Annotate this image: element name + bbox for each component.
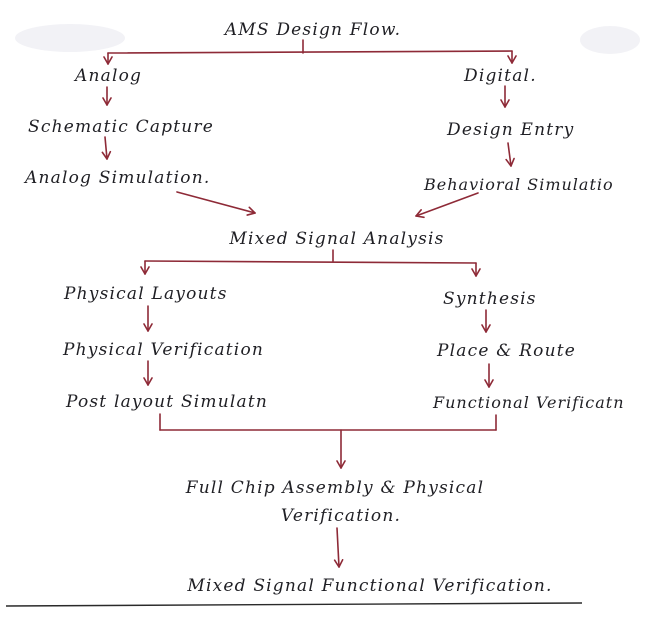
node-mixed-signal-functional-verification: Mixed Signal Functional Verification. xyxy=(187,576,553,596)
edge-title-split xyxy=(107,50,513,54)
node-synthesis: Synthesis xyxy=(443,289,537,309)
node-analog: Analog xyxy=(75,66,143,86)
diagram-title: AMS Design Flow. xyxy=(224,20,402,40)
node-design-entry: Design Entry xyxy=(447,120,575,140)
node-analog-simulation: Analog Simulation. xyxy=(25,168,211,188)
edge-entry-to-behavioral xyxy=(505,142,515,167)
node-mixed-signal-analysis: Mixed Signal Analysis xyxy=(229,229,445,249)
node-functional-verification: Functional Verificatn xyxy=(433,393,625,412)
node-post-layout-simulation: Post layout Simulatn xyxy=(66,392,269,412)
edge-analogsim-to-mixed xyxy=(176,191,256,216)
node-place-route: Place & Route xyxy=(437,341,577,361)
edge-schematic-to-analogsim xyxy=(101,136,112,160)
node-physical-verification: Physical Verification xyxy=(63,340,265,360)
edge-assembly-to-final xyxy=(333,527,344,568)
node-schematic-capture: Schematic Capture xyxy=(28,117,215,137)
paper-smudge xyxy=(580,26,640,54)
node-full-chip-assembly-line2: Verification. xyxy=(280,506,402,526)
node-digital: Digital. xyxy=(464,66,537,86)
node-behavioral-simulation: Behavioral Simulatio xyxy=(424,175,614,194)
edge-behavioral-to-mixed xyxy=(415,192,479,219)
node-full-chip-assembly: Full Chip Assembly & Physical xyxy=(185,478,485,498)
node-physical-layouts: Physical Layouts xyxy=(64,284,228,304)
edge-mixed-split xyxy=(144,260,477,264)
bottom-rule xyxy=(5,602,583,607)
paper-smudge xyxy=(15,24,125,52)
